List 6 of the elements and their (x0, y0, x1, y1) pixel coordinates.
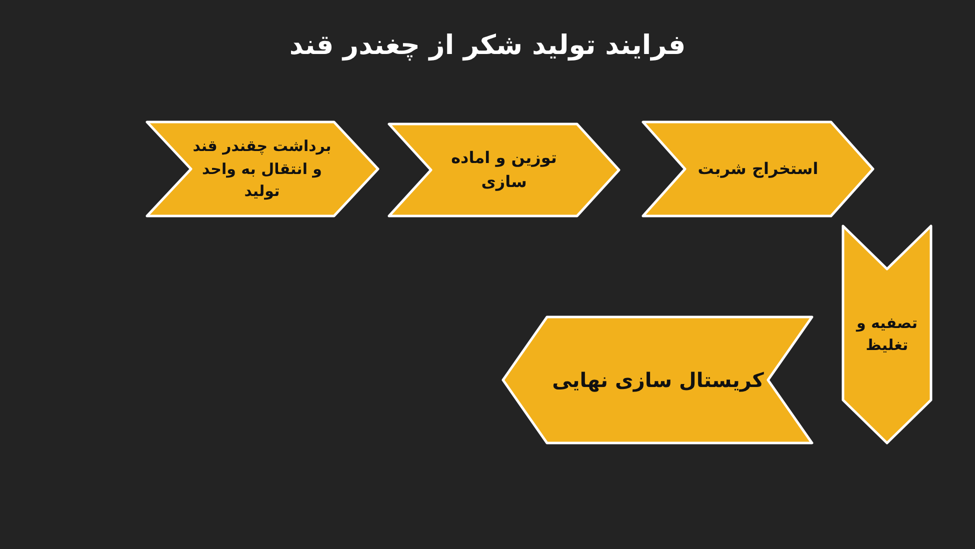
step-label: توزین و اماده سازی (450, 147, 558, 193)
step-label: تصفیه و تغلیظ (854, 312, 918, 356)
step-label: استخراج شربت (698, 158, 818, 180)
title: فرایند تولید شکر از چغندر قند (288, 30, 687, 61)
step-label: کریستال سازی نهایی (552, 367, 764, 394)
step-label: برداشت چقندر قند و انتقال به واحد تولید (192, 136, 332, 202)
